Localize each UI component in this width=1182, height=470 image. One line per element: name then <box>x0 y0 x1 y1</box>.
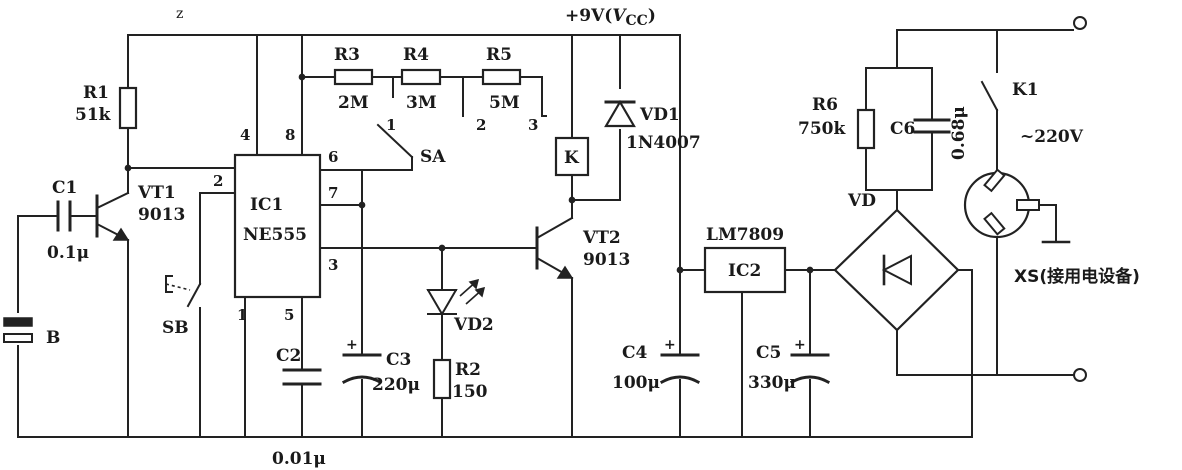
ic1-pin-4: 4 <box>240 126 250 144</box>
supply-label: +9V(VCC) <box>565 6 656 29</box>
c1-capacitor <box>56 200 72 232</box>
c2-capacitor <box>282 368 322 386</box>
r3-value: 2M <box>338 93 369 113</box>
svg-text:+: + <box>794 337 806 353</box>
vd2-ref: VD2 <box>453 315 494 335</box>
r5-resistor <box>481 68 522 86</box>
xs-label: XS(接用电设备) <box>1014 266 1140 287</box>
r2-value: 150 <box>452 382 488 402</box>
svg-text:+9V(VCC): +9V(VCC) <box>565 6 656 29</box>
vd-ref: VD <box>847 191 876 211</box>
vt1-value: 9013 <box>138 205 185 225</box>
junctions <box>124 73 814 274</box>
vt2-ref: VT2 <box>582 228 621 248</box>
ic2-ref: IC2 <box>728 261 761 281</box>
c6-capacitor <box>913 118 951 134</box>
mains-label: ~220V <box>1020 127 1084 147</box>
r5-value: 5M <box>489 93 520 113</box>
vt1-transistor <box>95 191 130 242</box>
ic1-pin-5: 5 <box>284 306 294 324</box>
r4-resistor <box>400 68 442 86</box>
r6-value: 750k <box>798 119 846 139</box>
mains-terminal-bottom <box>1073 368 1087 382</box>
r1-ref: R1 <box>83 83 109 103</box>
c6-ref: C6 <box>890 119 915 139</box>
r5-ref: R5 <box>486 45 512 65</box>
c6-value: 0.68μ <box>949 106 969 160</box>
svg-text:+: + <box>664 337 676 353</box>
r6-resistor <box>856 108 876 150</box>
r2-ref: R2 <box>455 360 481 380</box>
c2-ref: C2 <box>276 346 301 366</box>
xs-outlet <box>963 168 1071 244</box>
stray-mark: z <box>176 6 183 22</box>
ic1-ne555 <box>233 153 322 299</box>
ic1-ref: IC1 <box>250 195 283 215</box>
ic1-pin-3: 3 <box>328 256 338 274</box>
vd1-value: 1N4007 <box>626 133 701 153</box>
vd1-diode <box>604 99 636 128</box>
c3-capacitor: + <box>341 337 383 385</box>
wires <box>17 29 1074 438</box>
r3-ref: R3 <box>334 45 360 65</box>
vt2-transistor <box>535 216 574 280</box>
mains-terminal-top <box>1073 16 1087 30</box>
r6-ref: R6 <box>812 95 838 115</box>
sb-pushbutton <box>165 275 202 308</box>
vd2-led <box>426 278 486 316</box>
vt2-value: 9013 <box>583 250 630 270</box>
relay-k <box>554 136 590 177</box>
c4-value: 100μ <box>612 373 660 393</box>
r4-value: 3M <box>406 93 437 113</box>
k1-contact <box>980 80 999 112</box>
r1-resistor <box>118 86 138 130</box>
vt1-ref: VT1 <box>137 183 176 203</box>
c2-value: 0.01μ <box>272 449 326 469</box>
r2-resistor <box>432 358 452 400</box>
ic1-pin-2: 2 <box>213 172 223 190</box>
c4-capacitor: + <box>659 337 701 385</box>
c3-value: 220μ <box>372 375 420 395</box>
sa-selector-switch <box>376 123 414 159</box>
sb-ref: SB <box>162 318 189 338</box>
c4-ref: C4 <box>622 343 648 363</box>
ic1-pin-7: 7 <box>328 184 338 202</box>
battery-b <box>3 317 33 343</box>
r1-value: 51k <box>75 105 112 125</box>
r4-ref: R4 <box>403 45 429 65</box>
ic2-part: LM7809 <box>706 225 784 245</box>
c5-value: 330μ <box>748 373 796 393</box>
sa-pos-1: 1 <box>386 116 396 134</box>
sa-ref: SA <box>420 147 446 167</box>
c1-ref: C1 <box>52 178 77 198</box>
k1-ref: K1 <box>1012 80 1039 100</box>
sa-pos-3: 3 <box>528 116 538 134</box>
sa-pos-2: 2 <box>476 116 486 134</box>
svg-text:+: + <box>346 337 358 353</box>
vd1-ref: VD1 <box>639 105 680 125</box>
ic1-pin-1: 1 <box>237 306 247 324</box>
battery-ref: B <box>46 328 60 348</box>
ic1-part: NE555 <box>243 225 307 245</box>
ic1-pin-6: 6 <box>328 148 338 166</box>
ic1-pin-8: 8 <box>285 126 295 144</box>
c5-ref: C5 <box>756 343 781 363</box>
vd-bridge-rectifier <box>833 208 960 332</box>
c1-value: 0.1μ <box>47 243 89 263</box>
r3-resistor <box>333 68 374 86</box>
relay-ref: K <box>564 148 580 168</box>
ic2-lm7809 <box>703 246 787 294</box>
c3-ref: C3 <box>386 350 411 370</box>
c5-capacitor: + <box>789 337 831 385</box>
